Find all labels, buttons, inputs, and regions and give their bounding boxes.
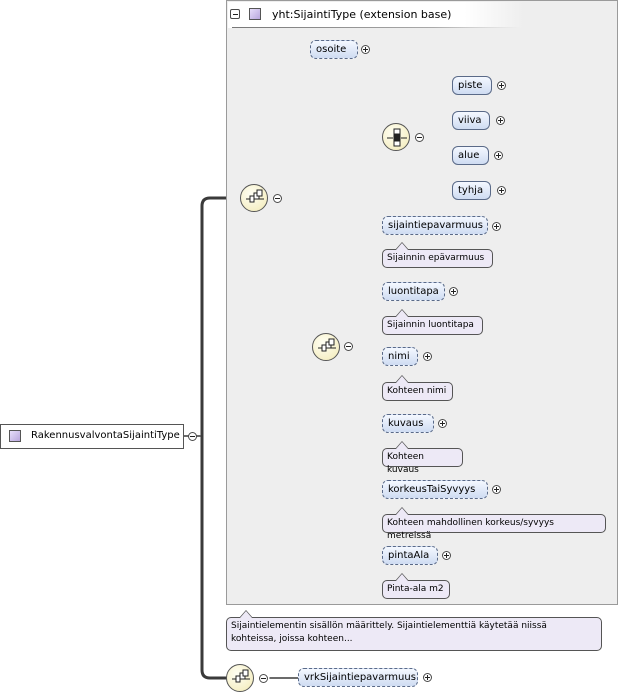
annotation-nimi: Kohteen nimi — [382, 375, 453, 401]
expand-nimi-button[interactable] — [423, 352, 432, 361]
root-type-node[interactable] — [0, 424, 184, 449]
element-label: sijaintiepavarmuus — [388, 220, 483, 231]
annotation-kuvaus: Kohteen kuvaus — [382, 441, 463, 475]
expand-kuvaus-button[interactable] — [438, 419, 447, 428]
annotation-text: Pinta-ala m2 — [387, 584, 444, 594]
collapse-sequence-button[interactable] — [273, 194, 282, 203]
annotation-text: Kohteen mahdollinen korkeus/syvyys metre… — [387, 518, 554, 541]
element-label: viiva — [458, 115, 482, 126]
element-label: nimi — [388, 351, 410, 362]
complex-type-icon — [249, 8, 261, 20]
element-kuvaus[interactable]: kuvaus — [382, 414, 434, 433]
annotation-luontitapa: Sijainnin luontitapa — [382, 309, 483, 335]
element-luontitapa[interactable]: luontitapa — [382, 282, 445, 301]
element-label: luontitapa — [388, 286, 439, 297]
element-label: korkeusTaiSyvyys — [388, 484, 476, 495]
root-type-label: RakennusvalvontaSijaintiType — [31, 430, 180, 441]
element-label: tyhja — [458, 185, 484, 196]
element-osoite[interactable]: osoite — [310, 40, 358, 59]
collapse-root-button[interactable] — [188, 432, 197, 441]
element-tyhja[interactable]: tyhja — [452, 181, 491, 200]
expand-vrkSijaintiepavarmuus-button[interactable] — [423, 673, 432, 682]
element-label: kuvaus — [388, 418, 424, 429]
sequence-icon — [246, 189, 264, 203]
collapse-bottom-sequence-button[interactable] — [259, 674, 268, 683]
element-korkeusTaiSyvyys[interactable]: korkeusTaiSyvyys — [382, 480, 488, 499]
element-viiva[interactable]: viiva — [452, 111, 490, 130]
annotation-pintaAla: Pinta-ala m2 — [382, 573, 450, 599]
collapse-extension-button[interactable] — [230, 9, 240, 19]
expand-viiva-button[interactable] — [496, 116, 505, 125]
sequence-icon — [318, 338, 336, 352]
element-label: osoite — [316, 44, 347, 55]
element-sijaintiepavarmuus[interactable]: sijaintiepavarmuus — [382, 216, 488, 235]
extension-header — [228, 2, 524, 28]
expand-sijaintiepavarmuus-button[interactable] — [492, 222, 501, 231]
element-vrkSijaintiepavarmuus[interactable]: vrkSijaintiepavarmuus — [298, 668, 418, 687]
extension-base-box — [226, 0, 618, 605]
expand-alue-button[interactable] — [494, 151, 503, 160]
choice-compositor[interactable] — [382, 123, 410, 151]
bottom-sequence-compositor[interactable] — [226, 664, 254, 692]
annotation-text: Kohteen nimi — [387, 386, 447, 396]
element-alue[interactable]: alue — [452, 146, 489, 165]
element-piste[interactable]: piste — [452, 76, 492, 95]
expand-piste-button[interactable] — [497, 81, 506, 90]
annotation-korkeusTaiSyvyys: Kohteen mahdollinen korkeus/syvyys metre… — [382, 507, 606, 541]
element-label: alue — [458, 150, 480, 161]
expand-osoite-button[interactable] — [361, 45, 370, 54]
expand-luontitapa-button[interactable] — [449, 287, 458, 296]
collapse-inner-sequence-button[interactable] — [344, 342, 353, 351]
annotation-text: Kohteen kuvaus — [387, 452, 424, 475]
annotation-sijaintiepavarmuus: Sijainnin epävarmuus — [382, 242, 493, 268]
annotation-text-line-1: Sijaintielementin sisällön määrittely. S… — [231, 621, 547, 631]
element-label: piste — [458, 80, 483, 91]
element-nimi[interactable]: nimi — [382, 347, 418, 366]
annotation-text: Sijainnin epävarmuus — [387, 253, 485, 263]
complex-type-icon — [9, 430, 21, 442]
collapse-choice-button[interactable] — [415, 133, 424, 142]
annotation-text-line-2: kohteissa, joissa kohteen... — [231, 634, 353, 644]
expand-korkeusTaiSyvyys-button[interactable] — [492, 485, 501, 494]
expand-pintaAla-button[interactable] — [442, 551, 451, 560]
sequence-compositor[interactable] — [240, 184, 268, 212]
annotation-text: Sijainnin luontitapa — [387, 320, 474, 330]
extension-title: yht:SijaintiType (extension base) — [272, 8, 452, 21]
element-label: pintaAla — [388, 550, 430, 561]
extension-header-divider — [232, 27, 520, 28]
annotation-extension: Sijaintielementin sisällön määrittely. S… — [226, 610, 602, 651]
element-label: vrkSijaintiepavarmuus — [304, 672, 416, 683]
expand-tyhja-button[interactable] — [497, 186, 506, 195]
sequence-icon — [232, 669, 250, 683]
inner-sequence-compositor[interactable] — [312, 333, 340, 361]
element-pintaAla[interactable]: pintaAla — [382, 546, 438, 565]
choice-icon — [387, 128, 407, 147]
